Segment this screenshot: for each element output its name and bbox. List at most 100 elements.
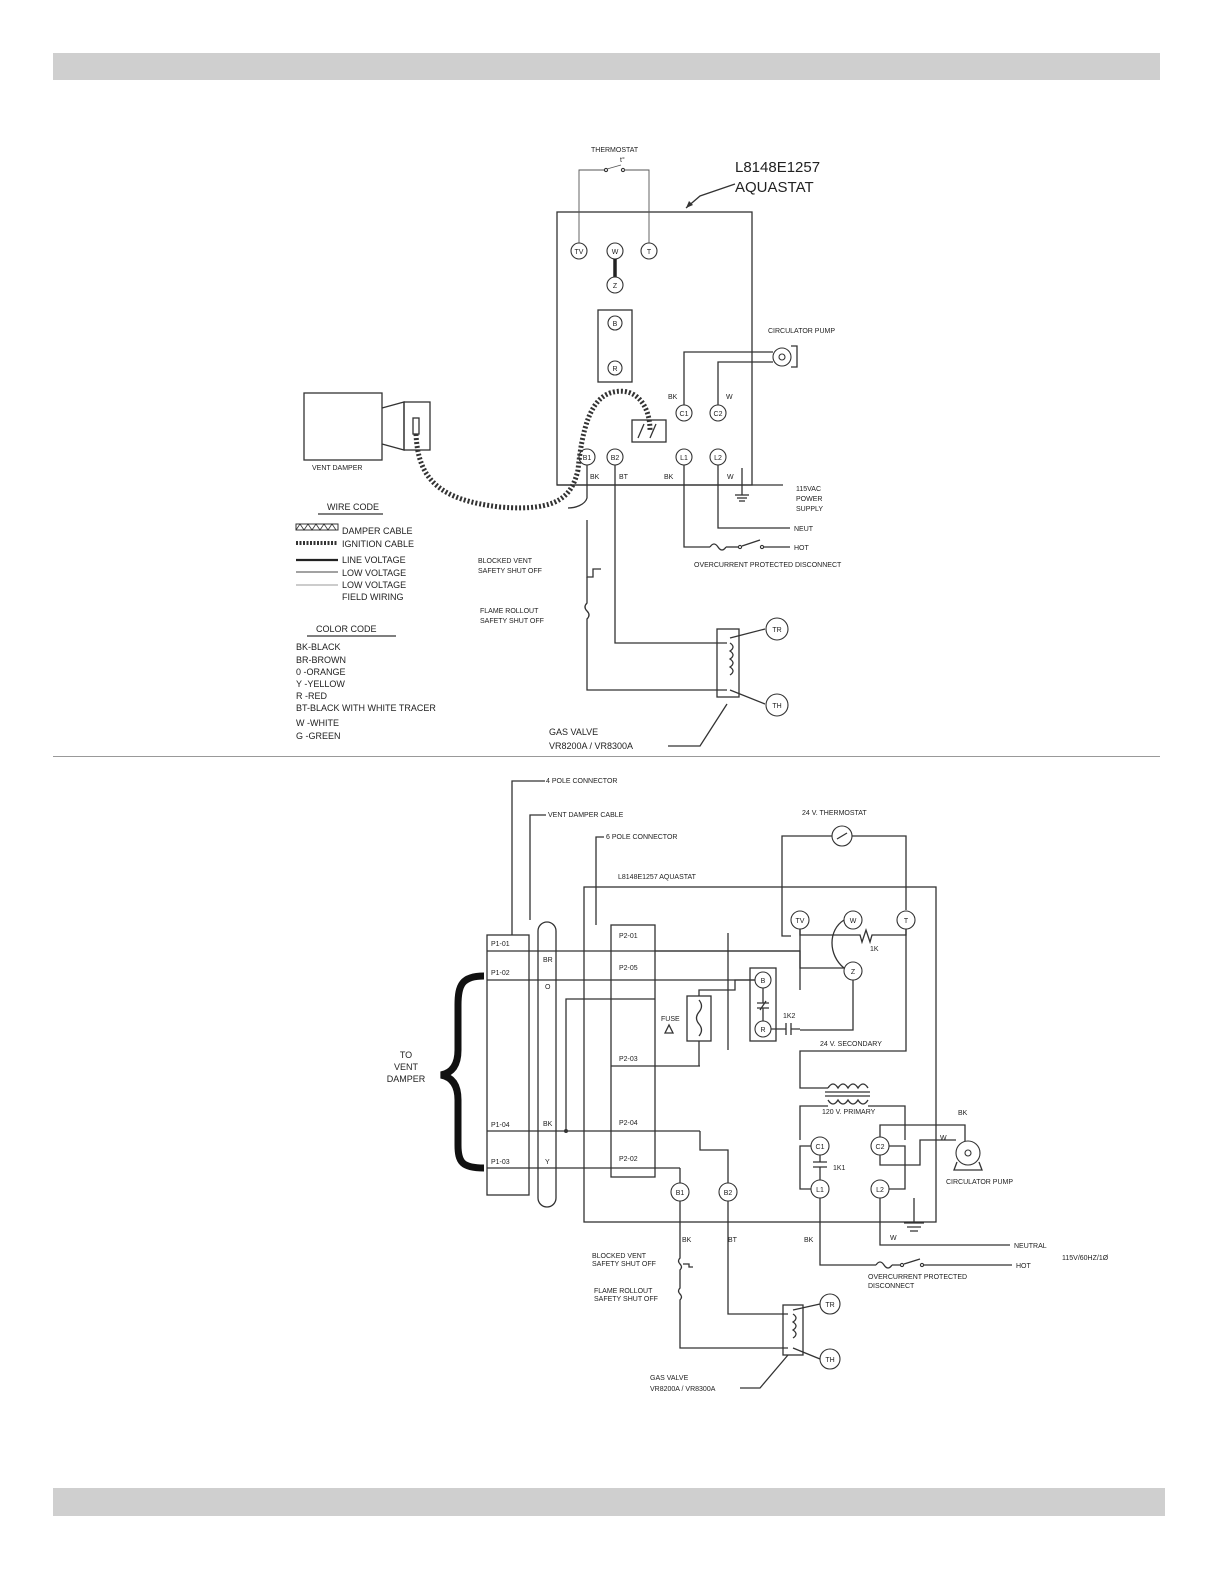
terminal-t-label: T [647,249,652,256]
svg-text:VR8200A / VR8300A: VR8200A / VR8300A [549,741,633,751]
power-supply-label: 115VAC [796,486,821,493]
terminal-b-label: B [761,978,766,985]
terminal-b2-label: B2 [611,455,620,462]
aquastat-model: L8148E1257 [735,159,820,176]
svg-text:BT: BT [619,474,629,481]
terminal-c2-label: C2 [876,1144,885,1151]
vent-damper-brace [440,972,485,1172]
terminal-tv [570,242,588,260]
svg-text:SAFETY SHUT OFF: SAFETY SHUT OFF [478,568,542,575]
svg-text:BK: BK [590,474,600,481]
svg-text:W -WHITE: W -WHITE [296,718,339,728]
svg-text:DISCONNECT: DISCONNECT [868,1283,915,1290]
terminal-t-label: T [904,918,909,925]
flame-rollout-label: FLAME ROLLOUT [594,1288,653,1295]
svg-text:1K: 1K [870,946,879,953]
circulator-pump-label: CIRCULATOR PUMP [768,328,835,335]
gas-valve-box [782,1304,804,1356]
svg-text:BK: BK [682,1237,692,1244]
terminal-c1-label: C1 [816,1144,825,1151]
svg-text:W: W [890,1235,897,1242]
svg-text:FIELD WIRING: FIELD WIRING [342,592,404,602]
svg-text:BK: BK [664,474,674,481]
svg-text:P1-02: P1-02 [491,970,510,977]
aquastat-box [583,886,937,1223]
svg-text:LOW VOLTAGE: LOW VOLTAGE [342,568,406,578]
svg-text:BR-BROWN: BR-BROWN [296,655,346,665]
six-pole-connector-label: 6 POLE CONNECTOR [606,834,677,841]
svg-text:Y -YELLOW: Y -YELLOW [296,679,345,689]
section-divider [53,756,1160,757]
vent-damper-label: VENT DAMPER [312,465,362,472]
footer-bar [53,1488,1165,1516]
terminal-z-label: Z [851,969,856,976]
svg-text:BR: BR [543,957,553,964]
terminal-w-label: W [612,249,619,256]
to-vent-damper-label: TO [400,1050,412,1060]
gas-valve-label: GAS VALVE [549,727,598,737]
terminal-tr-label: TR [772,627,781,634]
terminal-l2-label: L2 [714,455,722,462]
disconnect-label: OVERCURRENT PROTECTED DISCONNECT [694,562,842,569]
blocked-vent-label: BLOCKED VENT [478,558,533,565]
ladder-free-wiring-diagram: L8148E1257 AQUASTAT THERMOSTAT t° TV W T… [295,147,842,751]
terminal-th-label: TH [772,703,781,710]
color-code-heading: COLOR CODE [316,624,377,634]
svg-text:BK: BK [958,1110,968,1117]
svg-text:SAFETY SHUT OFF: SAFETY SHUT OFF [480,618,544,625]
svg-text:BT-BLACK WITH WHITE TRACER: BT-BLACK WITH WHITE TRACER [296,703,436,713]
vent-damper-cable-label: VENT DAMPER CABLE [548,812,624,819]
p2-connector [610,924,656,1178]
terminal-tv-label: TV [575,249,584,256]
p1-connector [486,934,530,1196]
header-bar [53,53,1160,80]
svg-text:SUPPLY: SUPPLY [796,506,823,513]
fuse-label: FUSE [661,1016,680,1023]
primary-label: 120 V. PRIMARY [822,1109,876,1116]
aquastat-name: AQUASTAT [735,179,814,196]
thermostat-label: THERMOSTAT [591,147,639,154]
terminal-tv-label: TV [796,918,805,925]
terminal-tr-label: TR [825,1302,834,1309]
svg-text:P2-04: P2-04 [619,1120,638,1127]
svg-text:O: O [545,984,551,991]
wire-code-heading: WIRE CODE [327,502,379,512]
svg-text:P1-04: P1-04 [491,1122,510,1129]
secondary-label: 24 V. SECONDARY [820,1041,882,1048]
terminal-w-label: W [850,918,857,925]
svg-text:DAMPER: DAMPER [387,1074,426,1084]
svg-text:DAMPER CABLE: DAMPER CABLE [342,526,413,536]
svg-text:LINE VOLTAGE: LINE VOLTAGE [342,555,406,565]
supply-label: 115V/60HZ/1Ø [1062,1255,1109,1262]
terminal-l2-label: L2 [876,1187,884,1194]
svg-text:P2-05: P2-05 [619,965,638,972]
terminal-l1-label: L1 [816,1187,824,1194]
terminal-c2-label: C2 [714,411,723,418]
svg-text:VR8200A / VR8300A: VR8200A / VR8300A [650,1386,716,1393]
terminal-t [640,242,658,260]
svg-text:Y: Y [545,1159,550,1166]
terminal-r-label: R [612,366,617,373]
svg-text:BT: BT [728,1237,738,1244]
neutral-label: NEUTRAL [1014,1243,1047,1250]
terminal-r-label: R [760,1027,765,1034]
thermostat-symbol: t° [620,156,625,164]
terminal-c1-label: C1 [680,411,689,418]
svg-text:P2-03: P2-03 [619,1056,638,1063]
thermostat-24v-label: 24 V. THERMOSTAT [802,810,867,817]
terminal-b2-label: B2 [724,1190,733,1197]
terminal-l1-label: L1 [680,455,688,462]
hot-label: HOT [794,545,810,552]
hot-label: HOT [1016,1263,1032,1270]
svg-text:W: W [727,474,734,481]
svg-text:LOW VOLTAGE: LOW VOLTAGE [342,580,406,590]
four-pole-connector-label: 4 POLE CONNECTOR [546,778,617,785]
svg-text:1K1: 1K1 [833,1165,846,1172]
svg-text:BK: BK [804,1237,814,1244]
svg-text:P2-01: P2-01 [619,933,638,940]
wire-w: W [726,394,733,401]
schematic-wiring-diagram: 4 POLE CONNECTOR VENT DAMPER CABLE 6 POL… [387,778,1109,1393]
svg-text:P2-02: P2-02 [619,1156,638,1163]
fuse-box [686,995,712,1042]
